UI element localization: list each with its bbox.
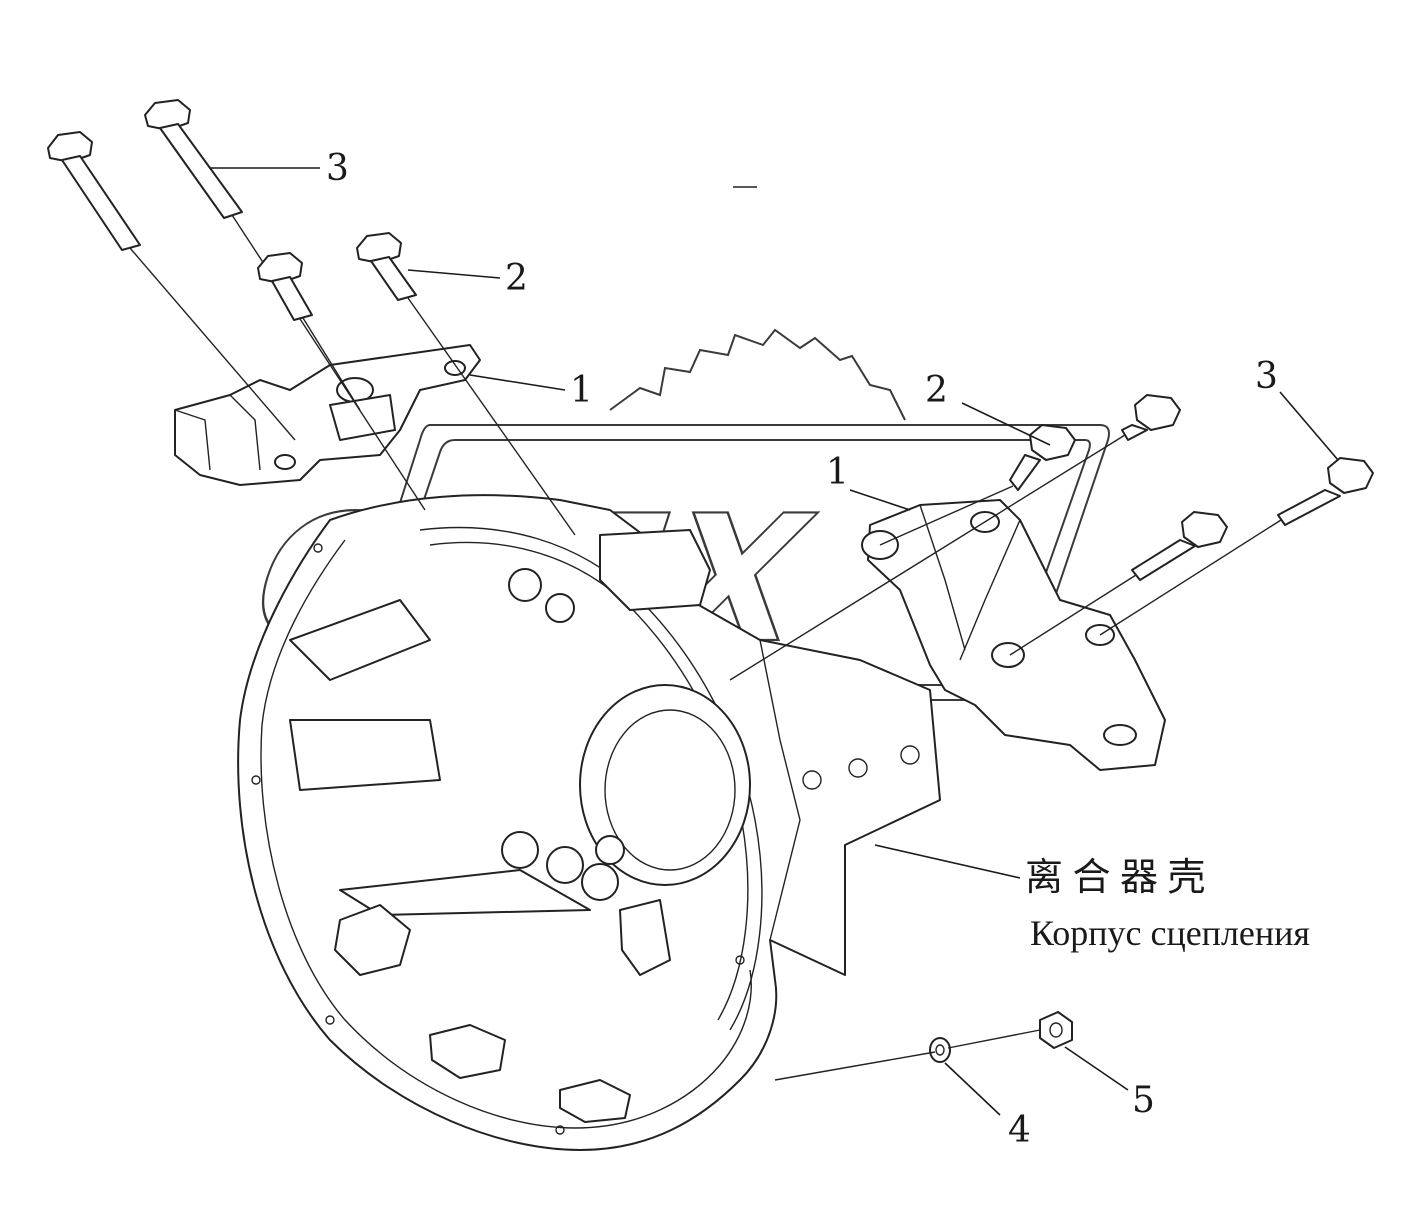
housing-rib-left	[289, 719, 441, 791]
housing-top-boss	[599, 529, 711, 611]
gear-logo-icon	[609, 328, 906, 421]
leader-right-bolt-long	[1279, 391, 1339, 461]
housing-side-hole-1	[802, 770, 822, 790]
housing-hole-3	[581, 863, 619, 901]
housing-flange-inner	[260, 539, 752, 1129]
housing-flange-hole-4	[555, 1125, 565, 1135]
housing-side-rib	[759, 639, 801, 941]
left-bolt-long-1	[47, 131, 296, 441]
housing-hole-5	[508, 568, 542, 602]
left-bracket-body	[174, 344, 481, 486]
washer-4	[929, 1037, 951, 1063]
right-bolt-short-2	[1009, 511, 1228, 656]
stud-centerline	[774, 1029, 1041, 1081]
callout-2-right: 2	[925, 370, 948, 411]
housing-bolt-boss-1	[334, 904, 411, 976]
left-bolt-short-1	[257, 252, 361, 411]
leader-housing	[874, 844, 1021, 879]
right-bolt-long-1	[729, 394, 1181, 681]
right-bracket-hole-3	[991, 642, 1025, 668]
callout-2-left: 2	[505, 258, 528, 299]
housing-hole-2	[546, 846, 584, 884]
housing-rib-lower	[339, 869, 591, 916]
left-bolt-short-2	[356, 232, 576, 536]
right-bolt-long-2	[1099, 457, 1374, 636]
right-bracket-body	[867, 499, 1166, 771]
housing-flange-hole-5	[735, 955, 745, 965]
left-bracket-edge	[174, 394, 261, 471]
nut-5	[1039, 1011, 1073, 1049]
housing-bolt-boss-3	[559, 1079, 631, 1123]
leader-lines	[210, 167, 1339, 1116]
left-bolt-long-2	[144, 99, 426, 511]
leader-left-bracket	[469, 374, 566, 391]
housing-flange-hole-1	[313, 543, 323, 553]
housing-ear-lower	[619, 899, 671, 976]
housing-flange-hole-3	[325, 1015, 335, 1025]
right-bracket-hole-5	[1103, 724, 1137, 746]
right-bracket-web	[919, 504, 1021, 661]
housing-hole-6	[545, 593, 575, 623]
callout-3-left: 3	[326, 148, 349, 189]
leader-right-bracket	[849, 489, 911, 511]
left-bracket-hole-2	[444, 360, 466, 376]
housing-hole-1	[501, 831, 539, 869]
input-shaft-bore-inner	[604, 709, 736, 871]
leader-left-bolt-short	[407, 269, 501, 279]
callout-1-right: 1	[826, 452, 849, 493]
left-bracket-slot	[329, 394, 396, 441]
callout-1-left: 1	[570, 370, 593, 411]
housing-hole-4	[595, 835, 625, 865]
clutch-housing	[237, 494, 941, 1151]
housing-side-hole-3	[900, 745, 920, 765]
left-bracket	[174, 344, 481, 486]
housing-rib-upper	[289, 599, 431, 681]
callout-3-right: 3	[1255, 356, 1278, 397]
housing-flange-hole-2	[251, 775, 261, 785]
housing-bolt-boss-2	[429, 1024, 506, 1079]
caption-russian: Корпус сцепления	[1030, 913, 1310, 953]
leader-right-bolt-short	[961, 402, 1051, 446]
right-bracket	[861, 499, 1166, 771]
leader-washer	[944, 1062, 1001, 1116]
housing-ring-edge	[419, 526, 763, 1031]
callout-4: 4	[1008, 1110, 1031, 1151]
housing-side-hole-2	[848, 758, 868, 778]
right-bolt-short-1	[879, 424, 1076, 546]
caption-chinese: 离 合 器 壳	[1025, 857, 1206, 899]
left-bracket-hole-3	[274, 454, 296, 470]
callout-5: 5	[1132, 1080, 1155, 1121]
leader-nut	[1064, 1046, 1129, 1091]
